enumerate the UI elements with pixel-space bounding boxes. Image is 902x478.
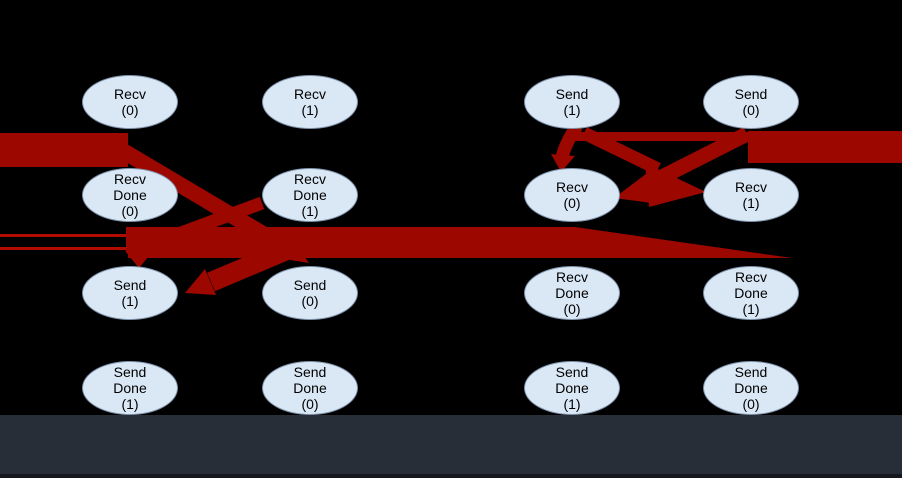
node-label-line: (0) xyxy=(121,102,139,118)
edge-band-left xyxy=(0,133,128,167)
node-label-line: (1) xyxy=(563,396,581,412)
edge-band-taper xyxy=(575,227,792,258)
node-label-line: Send xyxy=(555,364,589,380)
edge-send0-recv0-right xyxy=(654,127,751,186)
node-label-line: (1) xyxy=(563,102,581,118)
node-r2c1: Recv Done (0) xyxy=(82,168,178,222)
node-label-line: Done xyxy=(293,380,327,396)
node-r4c1: Send Done (1) xyxy=(82,361,178,415)
node-label-line: (0) xyxy=(742,396,760,412)
node-label-line: (1) xyxy=(121,396,139,412)
edge-send1-recv0-right xyxy=(555,122,583,159)
node-label-line: (0) xyxy=(563,195,581,211)
node-r3c3: Recv Done (0) xyxy=(524,266,620,320)
edge-thin-left-1 xyxy=(0,234,130,237)
node-r1c4: Send (0) xyxy=(703,75,799,129)
node-label-line: Done xyxy=(113,187,147,203)
node-label-line: (1) xyxy=(742,301,760,317)
footer-band xyxy=(0,415,902,478)
edge-band-middle xyxy=(128,227,575,258)
node-label-line: Send xyxy=(113,364,147,380)
node-label-line: Recv xyxy=(114,171,146,187)
node-label-line: (1) xyxy=(742,195,760,211)
node-label-line: Done xyxy=(293,187,327,203)
node-label-line: Recv xyxy=(556,179,588,195)
node-label-line: (0) xyxy=(121,203,139,219)
node-label-line: (0) xyxy=(742,102,760,118)
edge-thin-left-2 xyxy=(0,247,130,250)
arrowhead-recv0-right xyxy=(614,171,659,204)
node-label-line: Recv xyxy=(294,86,326,102)
edge-band-right xyxy=(748,131,902,163)
node-label-line: (0) xyxy=(563,301,581,317)
node-r1c2: Recv (1) xyxy=(262,75,358,129)
node-r4c3: Send Done (1) xyxy=(524,361,620,415)
node-r1c1: Recv (0) xyxy=(82,75,178,129)
node-r2c3: Recv (0) xyxy=(524,168,620,222)
node-label-line: (1) xyxy=(301,203,319,219)
node-r3c2: Send (0) xyxy=(262,266,358,320)
node-r4c4: Send Done (0) xyxy=(703,361,799,415)
node-label-line: (0) xyxy=(301,293,319,309)
node-label-line: (1) xyxy=(301,102,319,118)
node-label-line: Recv xyxy=(114,86,146,102)
arrowhead-recv0-top xyxy=(551,154,575,172)
node-r2c4: Recv (1) xyxy=(703,168,799,222)
node-r2c2: Recv Done (1) xyxy=(262,168,358,222)
node-r1c3: Send (1) xyxy=(524,75,620,129)
node-label-line: Send xyxy=(293,364,327,380)
edge-wedge-send1 xyxy=(207,226,324,292)
node-label-line: Recv xyxy=(735,269,767,285)
node-label-line: Send xyxy=(113,277,147,293)
node-label-line: Done xyxy=(555,285,589,301)
arrowhead-wedge-send1 xyxy=(185,269,216,295)
node-label-line: Recv xyxy=(556,269,588,285)
node-label-line: Done xyxy=(734,380,768,396)
node-r3c4: Recv Done (1) xyxy=(703,266,799,320)
node-label-line: Send xyxy=(555,86,589,102)
node-r3c1: Send (1) xyxy=(82,266,178,320)
edge-band-right-thin xyxy=(568,132,902,141)
footer-band-bottom-edge xyxy=(0,474,902,478)
node-label-line: Done xyxy=(555,380,589,396)
node-label-line: (0) xyxy=(301,396,319,412)
node-label-line: Done xyxy=(113,380,147,396)
node-label-line: Send xyxy=(734,364,768,380)
node-label-line: Send xyxy=(293,277,327,293)
node-label-line: Recv xyxy=(735,179,767,195)
node-label-line: Done xyxy=(734,285,768,301)
node-r4c2: Send Done (0) xyxy=(262,361,358,415)
node-label-line: (1) xyxy=(121,293,139,309)
node-label-line: Recv xyxy=(294,171,326,187)
node-label-line: Send xyxy=(734,86,768,102)
